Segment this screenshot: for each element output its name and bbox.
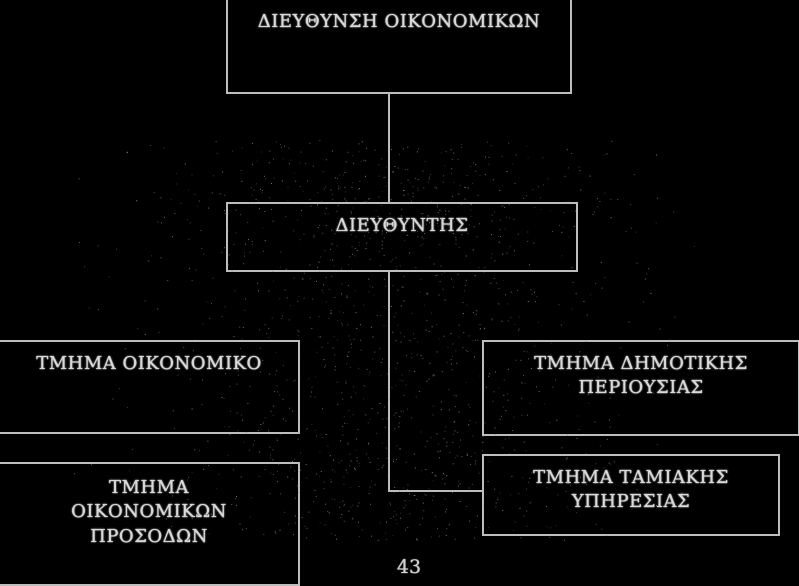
box-director: ΔΙΕΥΘΥΝΤΗΣ: [226, 202, 578, 272]
page-number: 43: [396, 556, 422, 578]
department-revenue-label: ΤΜΗΜΑ ΟΙΚΟΝΟΜΙΚΩΝ ΠΡΟΣΟΔΩΝ: [71, 477, 227, 547]
trunk-line-bottom: [388, 270, 390, 492]
directorate-label: ΔΙΕΥΘΥΝΣΗ ΟΙΚΟΝΟΜΙΚΩΝ: [257, 11, 541, 32]
director-label: ΔΙΕΥΘΥΝΤΗΣ: [335, 215, 469, 236]
branch-line-treasury: [388, 490, 484, 492]
department-municipal-property-label: ΤΜΗΜΑ ΔΗΜΟΤΙΚΗΣ ΠΕΡΙΟΥΣΙΑΣ: [534, 353, 748, 399]
box-department-treasury: ΤΜΗΜΑ ΤΑΜΙΑΚΗΣ ΥΠΗΡΕΣΙΑΣ: [482, 454, 780, 536]
box-department-economic: ΤΜΗΜΑ ΟΙΚΟΝΟΜΙΚΟ: [0, 340, 300, 434]
department-treasury-label: ΤΜΗΜΑ ΤΑΜΙΑΚΗΣ ΥΠΗΡΕΣΙΑΣ: [533, 467, 729, 513]
trunk-line-top: [388, 92, 390, 202]
box-directorate: ΔΙΕΥΘΥΝΣΗ ΟΙΚΟΝΟΜΙΚΩΝ: [226, 0, 572, 94]
box-department-revenue: ΤΜΗΜΑ ΟΙΚΟΝΟΜΙΚΩΝ ΠΡΟΣΟΔΩΝ: [0, 462, 300, 586]
department-economic-label: ΤΜΗΜΑ ΟΙΚΟΝΟΜΙΚΟ: [36, 353, 262, 374]
box-department-municipal-property: ΤΜΗΜΑ ΔΗΜΟΤΙΚΗΣ ΠΕΡΙΟΥΣΙΑΣ: [482, 340, 799, 436]
